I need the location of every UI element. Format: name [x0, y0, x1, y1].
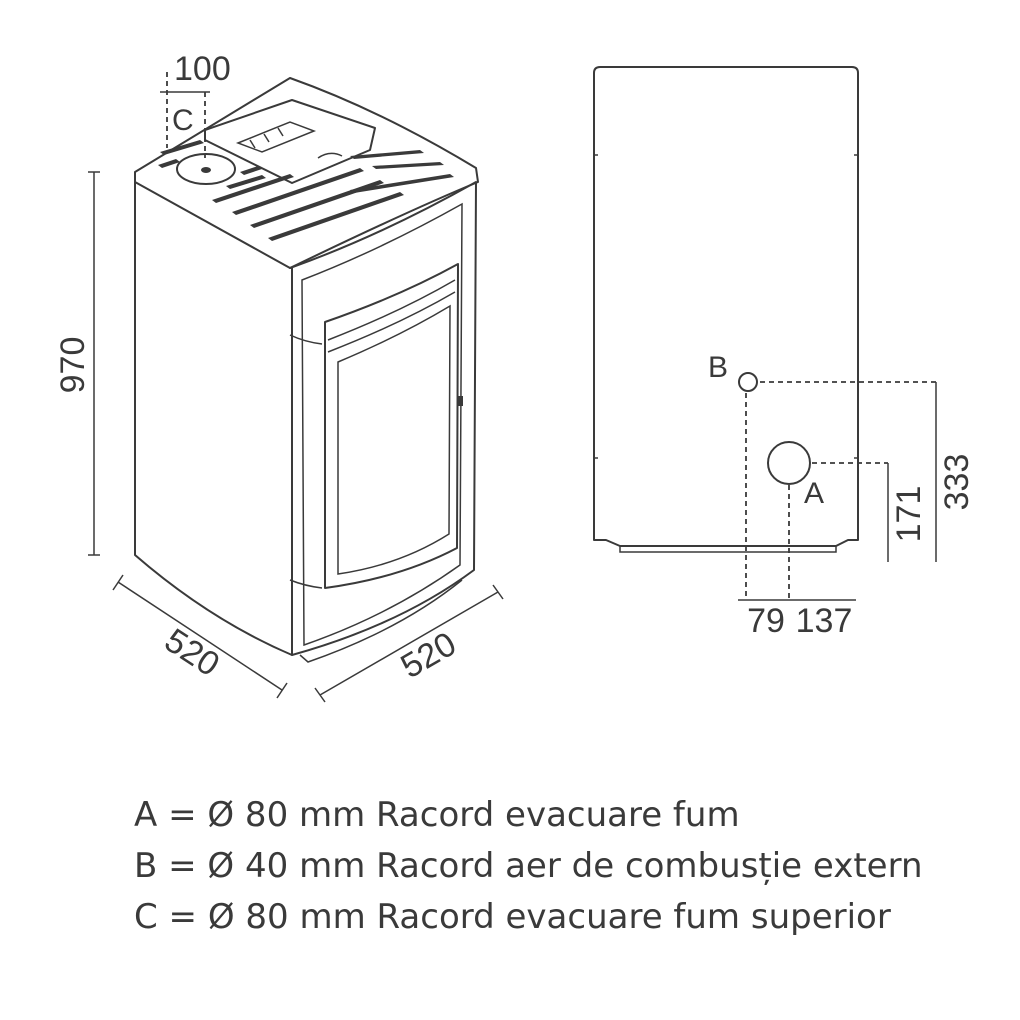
stove-rear-view: B A 171 333 79 137 — [593, 66, 976, 640]
rear-foot — [619, 546, 837, 553]
b-height-label: 333 — [938, 454, 976, 511]
callout-a: A — [804, 477, 824, 510]
dim-tick — [112, 574, 124, 591]
air-inlet-b — [738, 372, 758, 392]
stove-front-frame — [289, 181, 477, 656]
stove-top-surface — [134, 77, 479, 269]
callout-b: B — [708, 351, 728, 384]
panel-notch — [317, 152, 343, 159]
display-segment — [277, 127, 284, 137]
legend-item-a: A = Ø 80 mm Racord evacuare fum — [134, 795, 740, 835]
legend-item-b: B = Ø 40 mm Racord aer de combusție exte… — [134, 846, 923, 886]
a-height-label: 171 — [890, 486, 928, 543]
door-glass — [337, 304, 451, 575]
front-joint-line — [289, 334, 323, 345]
depth-dimension-label: 520 — [158, 621, 226, 684]
top-flue-outlet — [176, 153, 236, 185]
callout-c: C — [172, 104, 194, 137]
dim-tick — [314, 687, 326, 703]
depth-dimension-line — [117, 581, 283, 691]
stove-base — [299, 579, 463, 663]
stove-door — [324, 263, 459, 589]
legend-item-c: C = Ø 80 mm Racord evacuare fum superior — [134, 897, 891, 937]
stove-3d-view: 970 520 520 100 C — [54, 50, 504, 703]
height-dimension-label: 970 — [54, 337, 92, 394]
rear-panel-outline — [593, 66, 859, 547]
dim-tick — [492, 584, 504, 600]
a-offset-label: 137 — [796, 602, 853, 640]
smoke-outlet-a — [767, 441, 811, 485]
front-inner-frame — [301, 202, 463, 647]
width-dimension-line — [319, 591, 499, 696]
flue-center-mark — [201, 167, 211, 173]
dim-tick — [276, 682, 288, 699]
door-latch — [458, 396, 463, 406]
display-segment — [263, 133, 270, 143]
b-offset-label: 79 — [747, 602, 785, 640]
top-vent-slots — [158, 140, 454, 241]
door-handle-band — [327, 279, 456, 353]
flue-offset-label: 100 — [174, 50, 231, 88]
front-joint-line — [289, 579, 323, 589]
stove-side-panel — [134, 181, 293, 656]
control-display — [235, 121, 317, 153]
width-dimension-label: 520 — [394, 625, 462, 686]
display-segment — [249, 139, 256, 149]
legend: A = Ø 80 mm Racord evacuare fum B = Ø 40… — [134, 790, 994, 943]
